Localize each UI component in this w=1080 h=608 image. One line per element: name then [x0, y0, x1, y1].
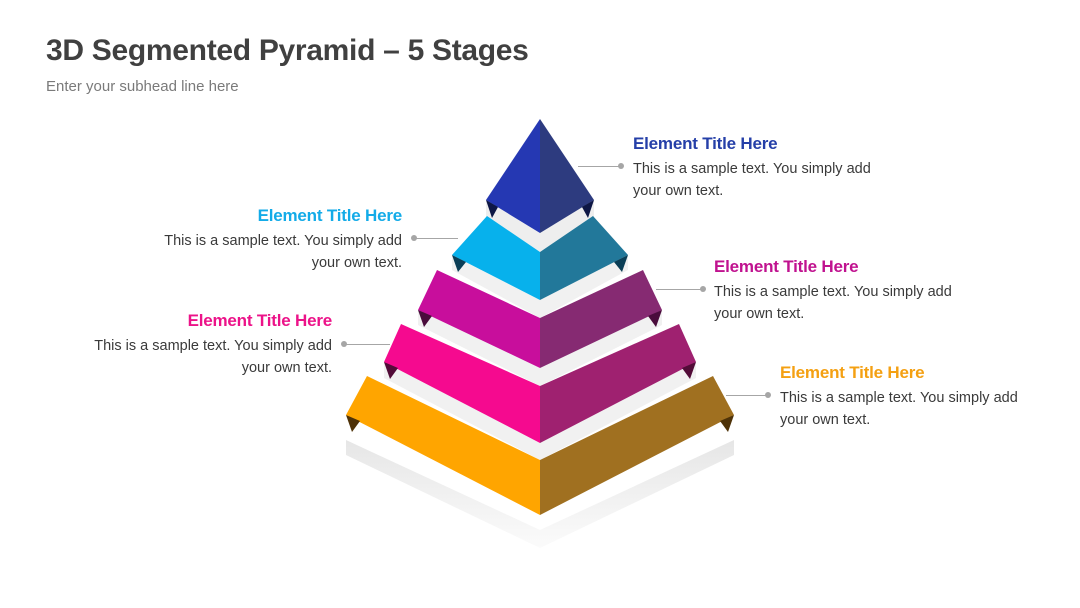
stage-3-fold-left — [418, 310, 432, 327]
callout-title: Element Title Here — [257, 206, 403, 225]
stage-1-left-face — [486, 119, 540, 233]
stage-5-right-face — [540, 376, 734, 515]
leader-line-1 — [578, 166, 622, 167]
leader-line-2 — [414, 238, 458, 239]
callout-body: This is a sample text. You simply add yo… — [633, 161, 871, 199]
page-subtitle: Enter your subhead line here — [46, 78, 239, 95]
stage-3-fold-right — [648, 310, 662, 327]
leader-dot-2 — [411, 235, 417, 241]
stage-5-left-face — [346, 376, 540, 515]
callout-body: This is a sample text. You simply add yo… — [94, 338, 332, 376]
stage-2-right-face — [540, 216, 628, 300]
stage-4-fold-left — [384, 362, 398, 379]
callout-stage-1: Element Title Here This is a sample text… — [633, 134, 893, 202]
gap-3 — [418, 310, 662, 386]
stage-2-fold-left — [452, 255, 466, 272]
gap-2 — [452, 255, 628, 318]
leader-dot-1 — [618, 163, 624, 169]
stage-2-fold-right — [614, 255, 628, 272]
stage-2-left-face — [452, 216, 540, 300]
stage-5-fold-left — [346, 415, 360, 432]
callout-stage-5: Element Title Here This is a sample text… — [780, 363, 1040, 431]
stage-1-fold-right — [582, 200, 594, 218]
leader-line-4 — [344, 344, 390, 345]
stage-3-right-face — [540, 270, 662, 368]
stage-4-fold-right — [682, 362, 696, 379]
stage-4-left-face — [384, 324, 540, 443]
leader-dot-5 — [765, 392, 771, 398]
page-title: 3D Segmented Pyramid – 5 Stages — [46, 34, 529, 67]
callout-body: This is a sample text. You simply add yo… — [714, 284, 952, 322]
callout-body: This is a sample text. You simply add yo… — [780, 390, 1018, 428]
callout-stage-2: Element Title Here This is a sample text… — [142, 206, 402, 274]
stage-1-fold-left — [486, 200, 498, 218]
leader-line-5 — [726, 395, 770, 396]
leader-line-3 — [656, 289, 704, 290]
callout-title: Element Title Here — [780, 363, 925, 382]
gap-1 — [486, 200, 594, 252]
stage-3-left-face — [418, 270, 540, 368]
callout-stage-4: Element Title Here This is a sample text… — [72, 311, 332, 379]
callout-title: Element Title Here — [633, 134, 778, 153]
stage-4-right-face — [540, 324, 696, 443]
stage-5-fold-right — [720, 415, 734, 432]
leader-dot-4 — [341, 341, 347, 347]
callout-body: This is a sample text. You simply add yo… — [164, 233, 402, 271]
callout-title: Element Title Here — [187, 311, 333, 330]
stage-1-right-face — [540, 119, 594, 233]
callout-stage-3: Element Title Here This is a sample text… — [714, 257, 974, 325]
leader-dot-3 — [700, 286, 706, 292]
callout-title: Element Title Here — [714, 257, 859, 276]
